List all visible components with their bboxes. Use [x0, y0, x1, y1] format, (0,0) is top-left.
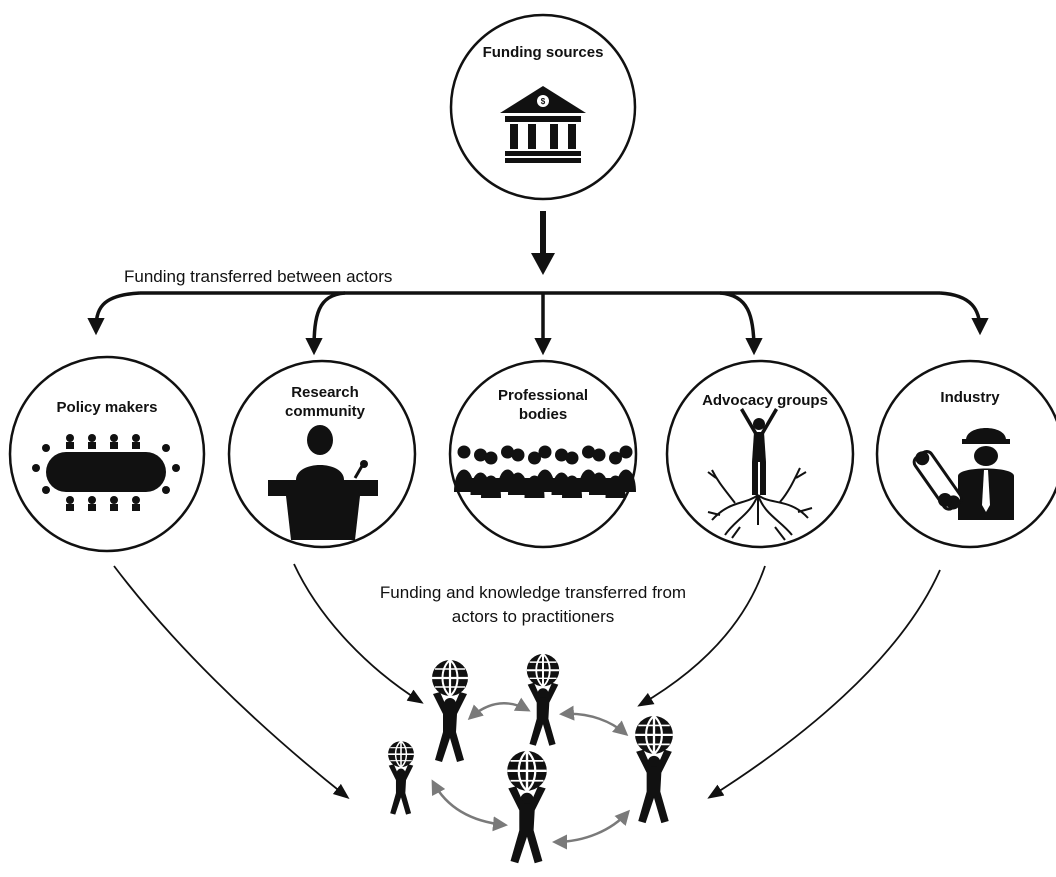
- actor-node-research: Research community: [227, 359, 417, 549]
- audience-member-icon: [474, 448, 487, 462]
- chair-icon: [132, 504, 140, 511]
- chair-icon: [66, 442, 74, 449]
- audience-member-icon: [582, 445, 595, 459]
- peer-arrow: [552, 809, 630, 850]
- audience-member-icon: [511, 448, 525, 462]
- peer-arrow: [467, 697, 531, 721]
- chair-icon: [66, 496, 74, 504]
- audience-row-icon: [456, 478, 632, 492]
- actor-label-professional-2: bodies: [519, 406, 567, 423]
- person-holding-globe-icon: [430, 658, 470, 764]
- chair-icon: [42, 444, 50, 452]
- person-holding-globe-icon: [505, 749, 549, 865]
- audience-member-icon: [538, 445, 552, 459]
- audience-member-icon: [555, 448, 568, 462]
- chair-icon: [132, 496, 140, 504]
- audience-member-icon: [457, 445, 471, 459]
- chair-icon: [172, 464, 180, 472]
- branch-arrow-research: [305, 291, 346, 356]
- actor-node-advocacy: Advocacy groups: [665, 359, 855, 549]
- chair-icon: [110, 434, 118, 442]
- boardroom-table-icon: [32, 434, 180, 511]
- peer-arrow: [559, 705, 629, 736]
- actor-node-policy: Policy makers: [8, 355, 206, 553]
- chair-icon: [162, 486, 170, 494]
- edge-label-top: Funding transferred between actors: [124, 267, 392, 286]
- bank-icon: $: [500, 86, 586, 163]
- chair-icon: [88, 434, 96, 442]
- person-holding-globe-icon: [387, 740, 415, 816]
- audience-member-icon: [609, 451, 622, 465]
- audience-crowd-icon: [454, 445, 636, 498]
- chair-icon: [162, 444, 170, 452]
- branch-arrow-policy: [87, 291, 141, 336]
- edge-label-middle-2: actors to practitioners: [452, 607, 615, 626]
- audience-member-icon: [619, 445, 633, 459]
- svg-text:$: $: [541, 97, 546, 106]
- person-holding-globe-icon: [633, 714, 675, 825]
- branch-arrow-industry: [939, 291, 989, 336]
- main-down-arrow: [531, 211, 555, 275]
- actor-label-advocacy: Advocacy groups: [702, 392, 828, 409]
- edge-label-middle-1: Funding and knowledge transferred from: [380, 583, 686, 602]
- chair-icon: [132, 442, 140, 449]
- lecturer-podium-icon: [268, 425, 378, 540]
- audience-member-icon: [565, 451, 579, 465]
- chair-icon: [42, 486, 50, 494]
- chair-icon: [110, 442, 118, 449]
- chair-icon: [110, 496, 118, 504]
- flow-arrow-advocacy: [637, 565, 766, 707]
- actor-label-policy: Policy makers: [57, 399, 158, 416]
- chair-icon: [66, 504, 74, 511]
- chair-icon: [32, 464, 40, 472]
- flow-arrow-policy: [113, 565, 350, 800]
- person-holding-globe-icon: [525, 653, 561, 747]
- rooted-person-icon: [707, 408, 813, 541]
- audience-member-icon: [528, 451, 541, 465]
- funding-sources-node: Funding sources $: [449, 13, 637, 201]
- actor-label-industry: Industry: [940, 389, 1000, 406]
- chair-icon: [132, 434, 140, 442]
- actor-label-professional-1: Professional: [498, 387, 588, 404]
- audience-member-icon: [592, 448, 606, 462]
- distribution-bar: [87, 291, 989, 356]
- chair-icon: [88, 496, 96, 504]
- flow-arrow-research: [293, 563, 424, 704]
- flow-arrow-industry: [707, 569, 941, 799]
- actor-label-research-1: Research: [291, 384, 359, 401]
- chair-icon: [88, 442, 96, 449]
- audience-member-icon: [501, 445, 514, 459]
- chair-icon: [66, 434, 74, 442]
- chair-icon: [110, 504, 118, 511]
- branch-arrow-advocacy: [719, 291, 763, 356]
- peer-arrow: [431, 779, 508, 832]
- engineer-hardhat-icon: [912, 428, 1014, 520]
- funding-sources-label: Funding sources: [483, 44, 604, 61]
- actor-node-professional: Professional bodies: [448, 359, 638, 549]
- actor-label-research-2: community: [285, 403, 366, 420]
- audience-member-icon: [484, 451, 498, 465]
- actor-node-industry: Industry: [875, 359, 1056, 549]
- practitioner-network: [387, 653, 675, 865]
- chair-icon: [88, 504, 96, 511]
